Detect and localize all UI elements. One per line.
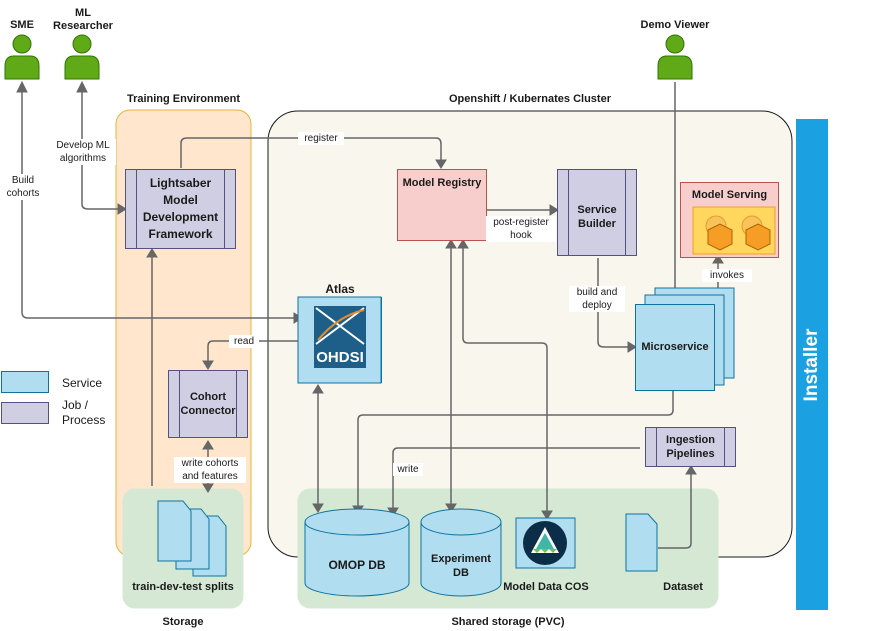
job-bar-right	[224, 170, 235, 248]
lightsaber-label: Lightsaber Model Development Framework	[142, 176, 219, 241]
lightsaber-node[interactable]: Lightsaber Model Development Framework	[125, 169, 236, 249]
shared-storage-label: Shared storage (PVC)	[451, 616, 565, 628]
cos-logo-icon	[523, 521, 567, 565]
build-cohorts-edge-label: Build cohorts	[3, 174, 43, 200]
atlas-node[interactable]	[298, 297, 382, 383]
write-cohorts-edge-label: write cohorts and features	[174, 457, 246, 483]
job-bar-right	[236, 371, 247, 437]
dataset-label: Dataset	[663, 581, 703, 593]
omop-db-cylinder	[304, 508, 410, 597]
demo-viewer-label: Demo Viewer	[640, 19, 710, 31]
cohort-connector-label: Cohort Connector	[180, 391, 236, 417]
connectors	[21, 82, 719, 549]
job-bar-right	[724, 428, 735, 466]
cluster-label: Openshift / Kubernates Cluster	[449, 93, 611, 105]
job-bar-left	[169, 371, 180, 437]
ohdsi-text: OHDSI	[316, 349, 364, 366]
splits-document-icon	[157, 500, 227, 577]
model-serving-node[interactable]: Model Serving	[680, 182, 779, 258]
experiment-db-label: Experiment DB	[431, 553, 491, 579]
ingestion-pipelines-label: Ingestion Pipelines	[666, 434, 715, 460]
invokes-edge-label: invokes	[702, 269, 752, 282]
installer-label: Installer	[801, 328, 822, 401]
ml-researcher-label: ML Researcher	[53, 7, 113, 32]
job-bar-right	[625, 170, 636, 255]
model-registry-node[interactable]: Model Registry	[397, 169, 487, 241]
microservice-label: Microservice	[641, 341, 709, 353]
omop-db-label: OMOP DB	[328, 558, 386, 572]
legend-service-label: Service	[62, 376, 103, 390]
storage-label: Storage	[162, 616, 204, 628]
ml-researcher-actor-icon	[64, 34, 100, 80]
splits-label: train-dev-test splits	[132, 581, 234, 593]
service-builder-label: Service Builder	[577, 204, 617, 230]
legend-job-swatch	[1, 402, 49, 424]
microservice-node[interactable]: Microservice	[635, 304, 715, 391]
demo-viewer-actor-icon	[657, 34, 693, 80]
installer-bar	[796, 119, 828, 610]
model-data-cos-label: Model Data COS	[503, 581, 589, 593]
register-edge-label: register	[298, 132, 344, 145]
atlas-label: Atlas	[325, 282, 355, 296]
ingestion-pipelines-node[interactable]: Ingestion Pipelines	[645, 427, 736, 467]
dataset-document-icon	[625, 513, 658, 572]
legend-job-label: Job / Process	[62, 398, 106, 427]
experiment-db-cylinder	[420, 508, 502, 597]
service-builder-node[interactable]: Service Builder	[557, 169, 637, 256]
sme-actor-icon	[4, 34, 40, 80]
job-bar-left	[558, 170, 569, 255]
cohort-connector-node[interactable]: Cohort Connector	[168, 370, 248, 438]
legend-service-swatch	[1, 371, 49, 393]
sme-label: SME	[10, 19, 34, 31]
post-register-edge-label: post-register hook	[486, 216, 556, 242]
job-bar-left	[126, 170, 137, 248]
model-registry-label: Model Registry	[402, 177, 482, 189]
training-env-label: Training Environment	[126, 93, 241, 105]
model-serving-label: Model Serving	[691, 189, 768, 201]
installer-button[interactable]: Installer	[796, 119, 828, 610]
write-edge-label: write	[393, 463, 423, 476]
job-bar-left	[646, 428, 657, 466]
develop-ml-edge-label: Develop ML algorithms	[50, 139, 116, 165]
build-deploy-edge-label: build and deploy	[569, 286, 625, 312]
read-edge-label: read	[229, 335, 259, 348]
